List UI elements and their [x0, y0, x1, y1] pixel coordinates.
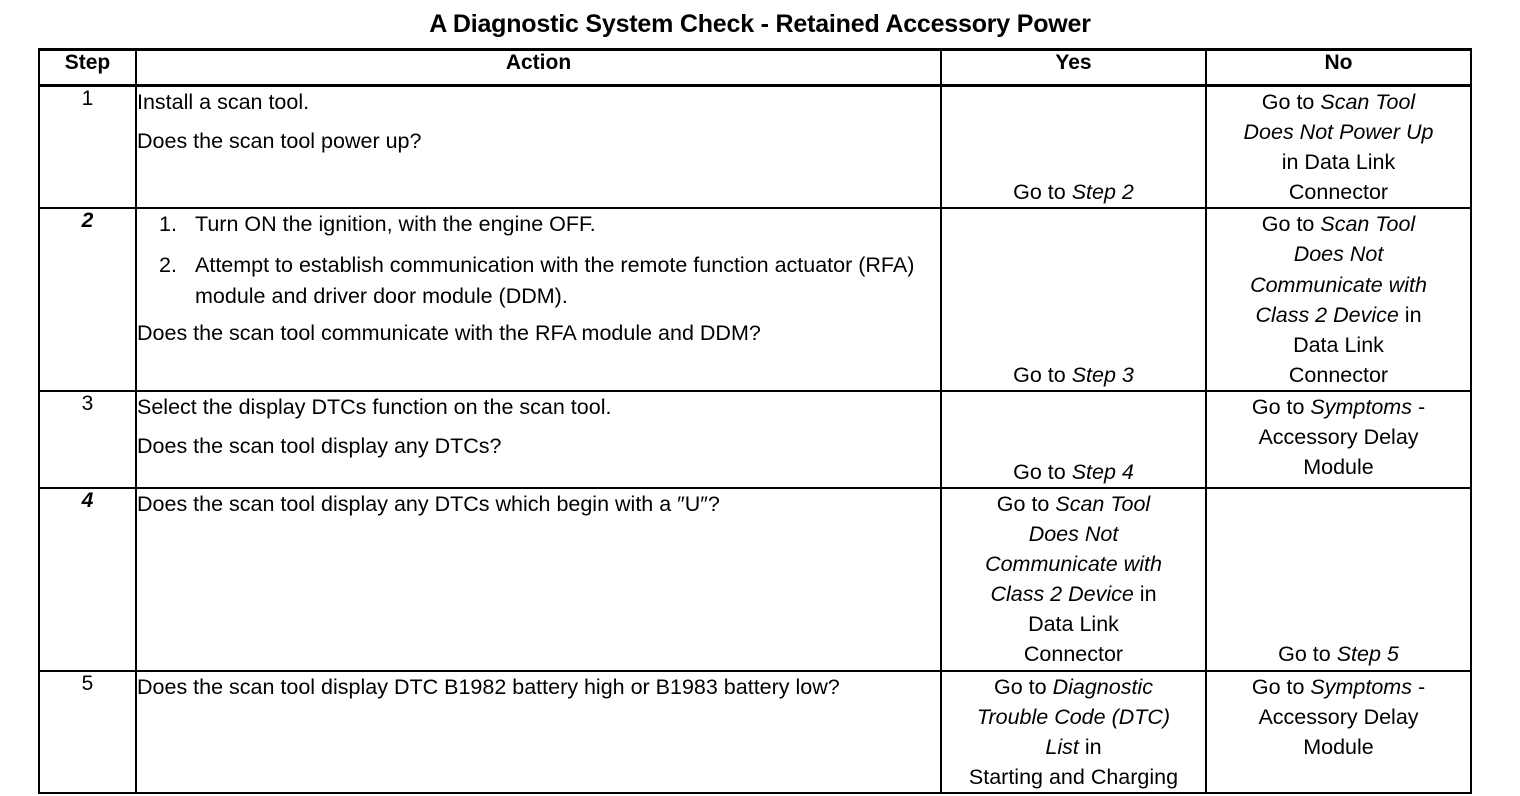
reference-title: Does Not [1293, 242, 1384, 267]
step-number-cell: 3 [38, 389, 137, 489]
reference-title: Class 2 Device [1255, 302, 1399, 327]
step-number-cell: 5 [38, 669, 137, 794]
reference-title: Communicate with [985, 552, 1162, 577]
branch-line: Communicate with [1207, 270, 1470, 300]
column-header-action: Action [135, 48, 942, 87]
branch-line: Does Not [1207, 239, 1470, 269]
action-text: Does the scan tool display DTC B1982 bat… [137, 674, 840, 699]
branch-line: Go to Step 4 [1013, 459, 1134, 484]
branch-line: Go to Step 3 [1013, 362, 1134, 387]
action-list-item: 2.Attempt to establish communication wit… [137, 250, 940, 312]
list-marker: 2. [159, 253, 177, 278]
branch-line: List in [1045, 734, 1102, 759]
reference-title: Step 4 [1071, 459, 1134, 484]
branch-line: Go to Scan Tool [996, 491, 1151, 516]
action-cell: Install a scan tool. Does the scan tool p… [135, 84, 942, 210]
action-text: Does the scan tool power up? [137, 128, 422, 153]
branch-line: Does Not Power Up [1207, 117, 1470, 147]
action-text: Select the display DTCs function on the … [137, 394, 612, 419]
branch-line: Trouble Code (DTC) [942, 702, 1205, 732]
branch-line: Data Link [1293, 332, 1384, 357]
reference-title: Diagnostic [1052, 674, 1153, 699]
branch-line: Connector [1288, 180, 1389, 205]
branch-line: Communicate with [942, 549, 1205, 579]
reference-title: Trouble Code (DTC) [976, 704, 1171, 729]
action-cell: Select the display DTCs function on the … [135, 389, 942, 489]
branch-line: Go to Scan Tool [1261, 212, 1416, 237]
reference-title: Does Not [1028, 522, 1119, 547]
branch-line: Connector [1288, 362, 1389, 387]
branch-line: Go to Diagnostic [994, 674, 1153, 699]
action-step-list: 1.Turn ON the ignition, with the engine … [137, 209, 940, 312]
action-text: Install a scan tool. [137, 90, 310, 114]
table-header-row: Step Action Yes No [38, 48, 1472, 87]
column-header-no: No [1205, 48, 1472, 87]
reference-title: Communicate with [1250, 272, 1427, 297]
yes-branch-cell: Go to Step 4 [940, 389, 1207, 489]
branch-line: in Data Link [1281, 150, 1396, 175]
branch-line: Go to Step 2 [1013, 180, 1134, 205]
step-number-cell: 4 [38, 486, 137, 672]
branch-line: Go to Step 5 [1278, 642, 1399, 667]
list-marker: 1. [159, 212, 177, 237]
yes-branch-cell: Go to Step 2 [940, 84, 1207, 210]
action-text: Does the scan tool communicate with the … [137, 321, 761, 346]
reference-title: Scan Tool [1320, 212, 1416, 237]
reference-title: Class 2 Device [990, 582, 1134, 607]
reference-title: List [1045, 734, 1079, 759]
branch-line: Starting and Charging [968, 764, 1179, 789]
action-cell: Does the scan tool display DTC B1982 bat… [135, 669, 942, 794]
branch-line: Go to Symptoms - [1251, 394, 1426, 419]
branch-line: Class 2 Device in [990, 582, 1157, 607]
column-header-step: Step [38, 48, 137, 87]
branch-line: Go to Symptoms - [1251, 674, 1426, 699]
branch-line: Accessory Delay [1258, 425, 1419, 450]
branch-line: Data Link [1028, 612, 1119, 637]
column-header-yes: Yes [940, 48, 1207, 87]
reference-title: Step 2 [1071, 180, 1134, 205]
no-branch-cell: Go to Step 5 [1205, 486, 1472, 672]
reference-title: Scan Tool [1055, 491, 1151, 516]
action-cell: Does the scan tool display any DTCs whic… [135, 486, 942, 672]
branch-line: Does Not [942, 519, 1205, 549]
reference-title: Step 5 [1336, 642, 1399, 667]
branch-line: Connector [1023, 642, 1124, 667]
branch-line: Accessory Delay [1258, 704, 1419, 729]
branch-line: Go to Scan Tool [1261, 90, 1416, 114]
branch-line: Module [1303, 734, 1374, 759]
page-title: A Diagnostic System Check - Retained Acc… [429, 10, 1091, 38]
action-cell: 1.Turn ON the ignition, with the engine … [135, 207, 942, 392]
yes-branch-cell: Go to Step 3 [940, 207, 1207, 392]
action-text: Does the scan tool display any DTCs? [137, 433, 502, 458]
step-number-cell: 2 [38, 207, 137, 392]
reference-title: Symptoms [1310, 674, 1412, 699]
reference-title: Step 3 [1071, 362, 1134, 387]
reference-title: Symptoms [1310, 394, 1412, 419]
branch-line: Module [1303, 455, 1374, 480]
action-list-item: 1.Turn ON the ignition, with the engine … [137, 209, 940, 240]
reference-title: Does Not Power Up [1243, 120, 1434, 145]
step-number-cell: 1 [38, 84, 137, 210]
branch-line: Class 2 Device in [1255, 302, 1422, 327]
action-text: Does the scan tool display any DTCs whic… [137, 491, 720, 516]
reference-title: Scan Tool [1320, 90, 1416, 114]
